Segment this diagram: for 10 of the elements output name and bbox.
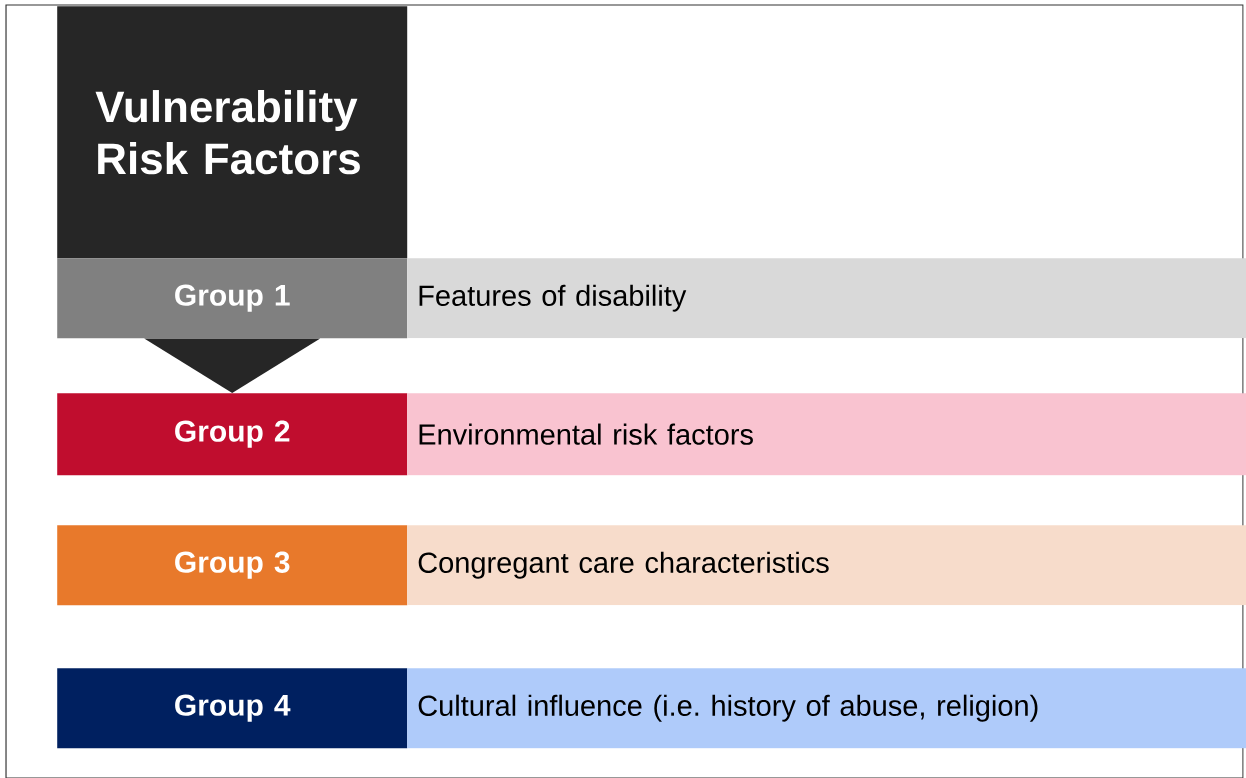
chevron-arrow — [144, 338, 321, 393]
group-label: Group 2 — [57, 393, 408, 476]
heading-box: Vulnerability Risk Factors — [57, 6, 408, 259]
group-label: Group 4 — [57, 668, 408, 749]
description-bar: Congregant care characteristics — [407, 525, 1246, 606]
description-bar: Features of disability — [407, 258, 1246, 339]
group-label: Group 1 — [57, 258, 408, 339]
description-bar: Environmental risk factors — [407, 393, 1246, 476]
group-label: Group 3 — [57, 525, 408, 606]
description-bar: Cultural influence (i.e. history of abuse, religion) — [407, 668, 1246, 749]
